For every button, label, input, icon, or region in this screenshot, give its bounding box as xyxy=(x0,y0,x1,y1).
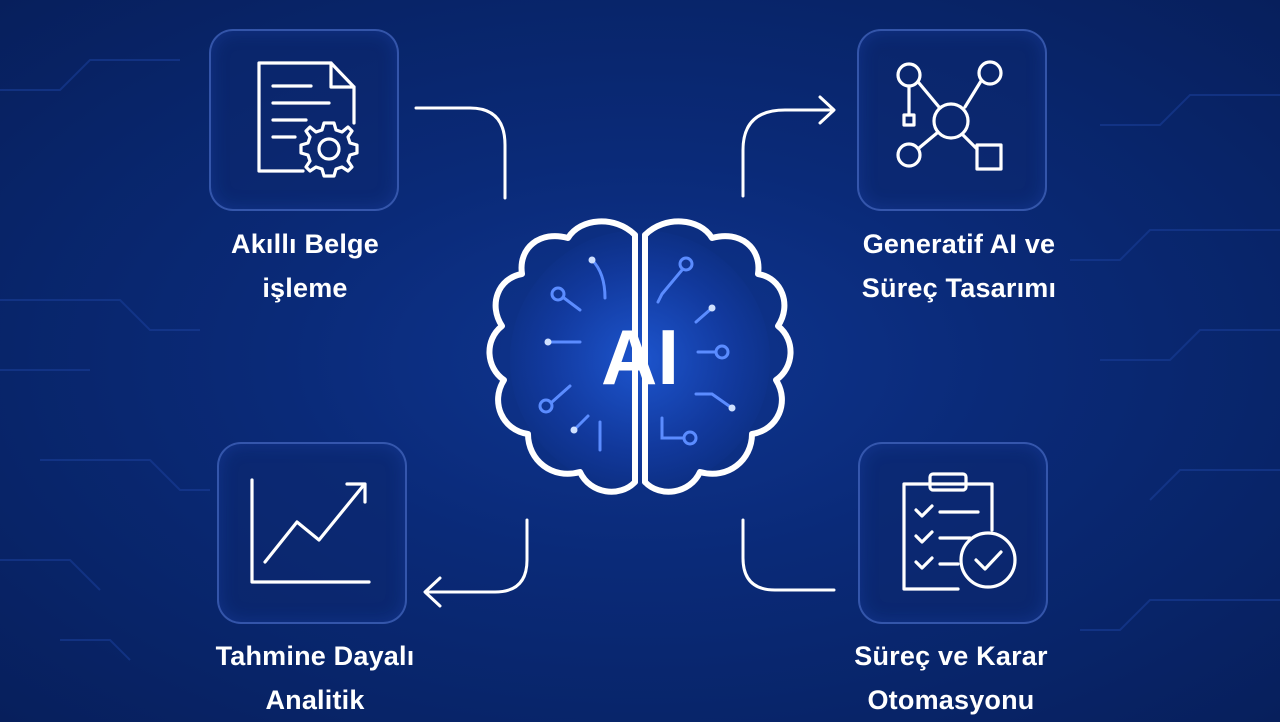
label-line-1: Süreç ve Karar xyxy=(854,641,1048,671)
label-generatif-ai: Generatif AI ve Süreç Tasarımı xyxy=(829,222,1089,310)
ai-brain: AI xyxy=(440,190,840,530)
card-akilli-belge[interactable] xyxy=(209,29,399,211)
network-nodes-icon xyxy=(896,60,1003,171)
ai-center-label: AI xyxy=(601,313,679,401)
label-line-2: işleme xyxy=(262,273,348,303)
card-tahmine-dayali[interactable] xyxy=(217,442,407,624)
label-line-1: Tahmine Dayalı xyxy=(215,641,415,671)
brain-icon xyxy=(486,218,794,495)
arrowhead-top-right xyxy=(818,95,836,125)
label-line-2: Otomasyonu xyxy=(867,685,1035,715)
label-akilli-belge: Akıllı Belge işleme xyxy=(185,222,425,310)
label-line-1: Generatif AI ve xyxy=(862,229,1056,259)
label-line-2: Süreç Tasarımı xyxy=(861,273,1057,303)
label-line-1: Akıllı Belge xyxy=(231,229,379,259)
brain-glow xyxy=(510,230,770,490)
label-surec-karar: Süreç ve Karar Otomasyonu xyxy=(826,634,1076,722)
connector-bottom-left xyxy=(424,518,529,594)
card-surec-karar[interactable] xyxy=(858,442,1048,624)
trend-chart-icon xyxy=(250,478,371,584)
card-generatif-ai[interactable] xyxy=(857,29,1047,211)
connector-top-left xyxy=(414,106,507,200)
connector-bottom-right xyxy=(741,518,836,592)
label-line-2: Analitik xyxy=(265,685,365,715)
clipboard-check-icon xyxy=(902,472,1017,591)
label-tahmine-dayali: Tahmine Dayalı Analitik xyxy=(190,634,440,722)
arrowhead-bottom-left xyxy=(423,576,442,608)
connector-top-right xyxy=(741,108,834,198)
document-gear-icon xyxy=(257,61,359,178)
